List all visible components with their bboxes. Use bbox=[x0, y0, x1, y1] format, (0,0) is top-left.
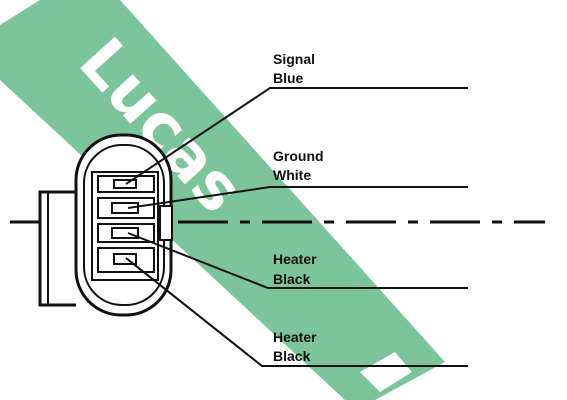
heater-1-label-name: Heater bbox=[273, 251, 317, 267]
cavity-heater-2 bbox=[97, 247, 155, 273]
cavity-ground bbox=[97, 197, 155, 219]
leader-signal bbox=[125, 87, 468, 185]
leader-lines bbox=[125, 87, 468, 367]
signal-label-name: Signal bbox=[273, 51, 315, 67]
heater-1-label-color: Black bbox=[273, 271, 311, 287]
terminal-cavities bbox=[97, 175, 155, 273]
wire-labels: Signal Blue Ground White Heater Black He… bbox=[273, 51, 324, 364]
watermark-band bbox=[0, 0, 445, 400]
latch-tab bbox=[159, 205, 173, 241]
leader-ground bbox=[127, 186, 468, 209]
signal-label-color: Blue bbox=[273, 70, 304, 86]
connector-side-flange bbox=[38, 190, 76, 307]
heater-2-label-name: Heater bbox=[273, 329, 317, 345]
heater-2-label-color: Black bbox=[273, 348, 311, 364]
ground-label-color: White bbox=[273, 167, 311, 183]
leader-heater-1 bbox=[127, 232, 468, 289]
watermark-fragment bbox=[360, 352, 412, 392]
leader-heater-2 bbox=[125, 257, 468, 367]
ground-label-name: Ground bbox=[273, 148, 324, 164]
